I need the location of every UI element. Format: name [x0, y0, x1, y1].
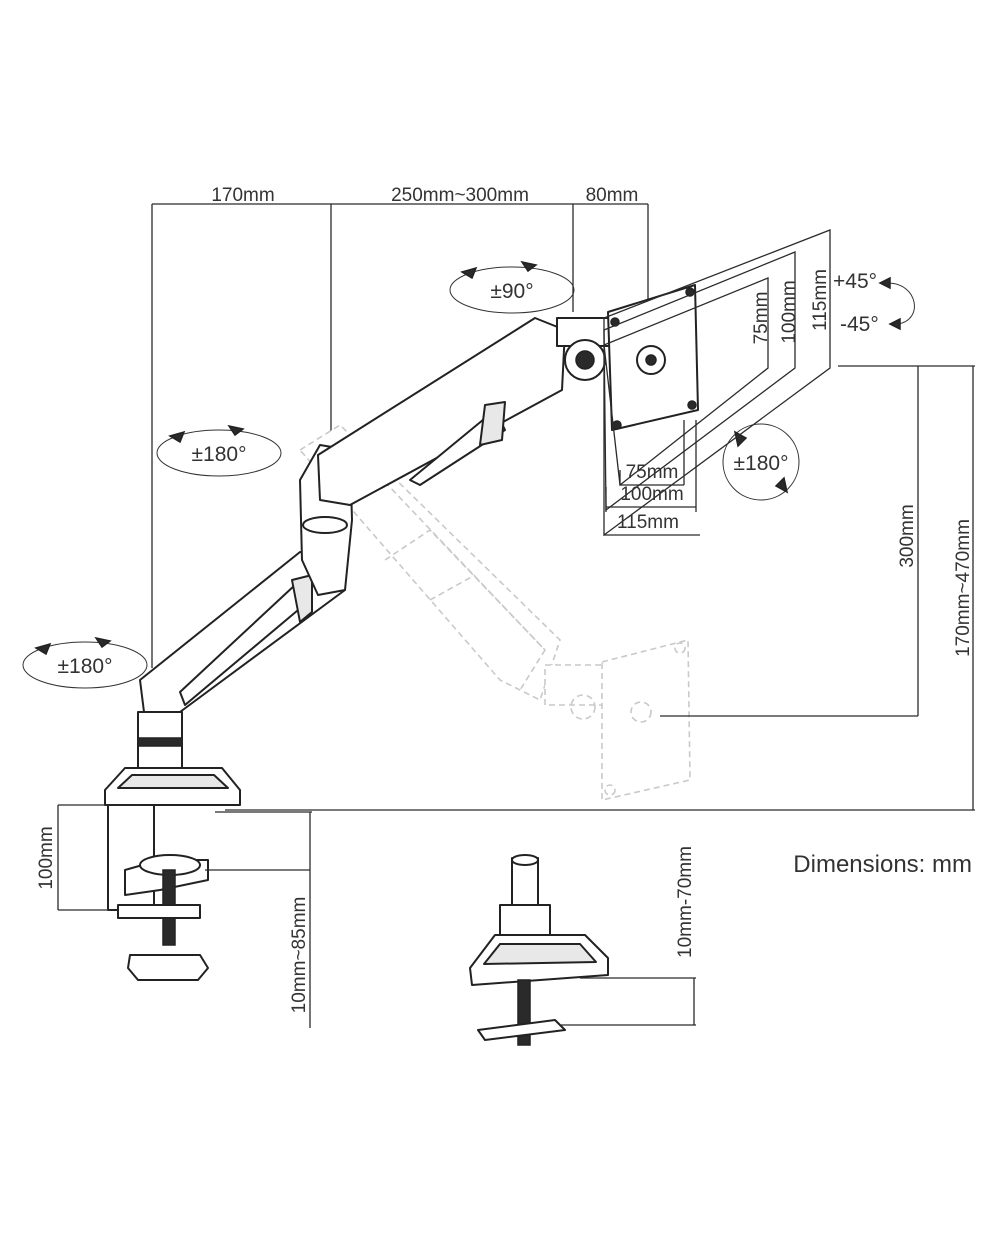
rotation-indicator-head: ±90°	[449, 260, 575, 314]
dim-vesa-h-outer: 115mm	[617, 512, 679, 533]
dim-total-height: 170mm~470mm	[953, 519, 974, 657]
desk-clamp	[107, 804, 209, 981]
dim-vesa-v-mid: 100mm	[779, 280, 800, 343]
rotation-indicator-screen: ±180°	[722, 423, 800, 501]
dim-vesa-h-inner: 75mm	[626, 462, 679, 483]
units-caption: Dimensions: mm	[793, 851, 972, 878]
label-middle-joint: ±180°	[192, 443, 247, 466]
rotation-indicator-base: ±180°	[22, 636, 148, 689]
tilt-indicator: +45° -45°	[833, 270, 915, 336]
monitor-arm	[104, 284, 699, 806]
label-tilt-down: -45°	[840, 313, 879, 336]
label-tilt-up: +45°	[833, 270, 877, 293]
dim-height-adjust: 300mm	[897, 504, 918, 567]
upper-arm-segment	[317, 317, 566, 506]
grommet-dimension-lines	[560, 977, 696, 1026]
dim-grommet-range: 10mm-70mm	[675, 846, 696, 958]
dim-vesa-v-outer: 115mm	[810, 269, 831, 331]
clamp-knob	[127, 954, 209, 981]
dim-clamp-height: 100mm	[36, 826, 57, 889]
dim-clamp-range: 10mm~85mm	[289, 897, 310, 1014]
dim-arm-reach: 250mm~300mm	[391, 185, 529, 206]
top-dimension-lines	[151, 203, 649, 668]
dim-vesa-h-mid: 100mm	[620, 484, 683, 505]
label-head-swivel: ±90°	[490, 280, 533, 303]
grommet-mount	[469, 854, 609, 1046]
rotation-indicator-middle: ±180°	[156, 424, 282, 477]
label-base-joint: ±180°	[58, 655, 113, 678]
dim-head-offset: 80mm	[586, 185, 639, 206]
dim-arm-base: 170mm	[211, 185, 274, 206]
clamp-dimension-lines	[57, 804, 312, 1028]
label-screen-rotate: ±180°	[734, 452, 789, 475]
height-dimension-lines	[225, 365, 975, 811]
vesa-dimension-frames	[603, 229, 831, 537]
dim-vesa-v-inner: 75mm	[751, 292, 772, 345]
